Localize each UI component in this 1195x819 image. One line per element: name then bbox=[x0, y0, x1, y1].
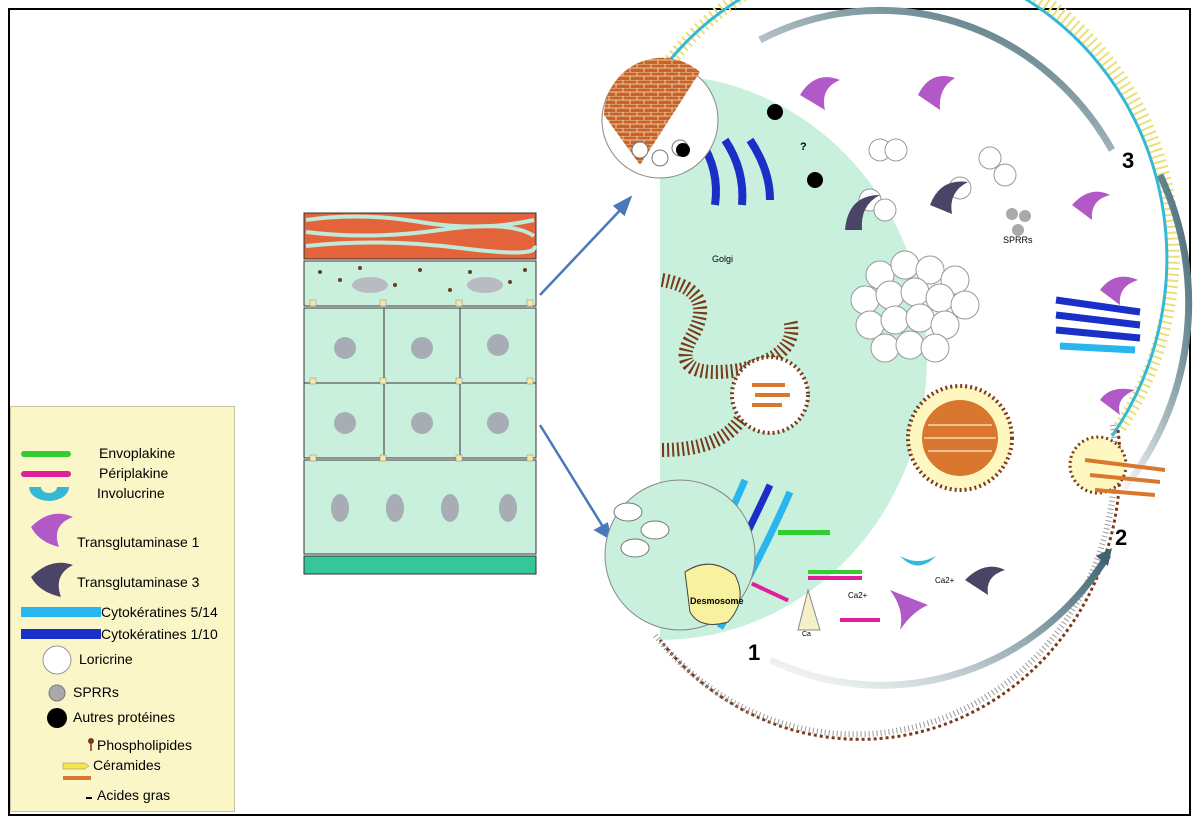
epidermis-section bbox=[304, 213, 536, 574]
calcium-label-1: Ca2+ bbox=[848, 591, 868, 600]
legend-ceramides: Céramides bbox=[93, 757, 161, 773]
lamellar-body bbox=[908, 386, 1012, 490]
yellow-bar-icon bbox=[63, 763, 89, 769]
step-2-label: 2 bbox=[1115, 525, 1127, 550]
dark-crescent-icon bbox=[31, 563, 73, 597]
step-1-label: 1 bbox=[748, 640, 760, 665]
orange-dash-icon bbox=[63, 776, 91, 780]
step-3-label: 3 bbox=[1122, 148, 1134, 173]
calcium-label-3: Ca bbox=[802, 631, 811, 638]
legend-phospholipides: Phospholipides bbox=[97, 737, 192, 753]
grey-circle-icon bbox=[49, 685, 65, 701]
legend-periplakine: Périplakine bbox=[99, 465, 168, 481]
dark-blue-band-icon bbox=[21, 629, 101, 639]
legend-acides-gras: Acides gras bbox=[97, 787, 170, 803]
legend-transglutaminase-3: Transglutaminase 3 bbox=[77, 574, 199, 590]
acides-gras-icon bbox=[86, 797, 92, 799]
keratinocyte-cell bbox=[654, 0, 1189, 739]
zoom-arrows bbox=[540, 198, 630, 538]
legend-transglutaminase-1: Transglutaminase 1 bbox=[77, 534, 199, 550]
question-mark: ? bbox=[800, 141, 807, 153]
golgi-label: Golgi bbox=[712, 254, 733, 264]
involucrine-cups bbox=[900, 556, 936, 566]
legend: Envoplakine Périplakine Involucrine Tran… bbox=[10, 406, 235, 812]
desmosome-label: Desmosome bbox=[690, 596, 744, 606]
zoom-circle-bottom bbox=[605, 480, 755, 630]
legend-sprrs: SPRRs bbox=[73, 684, 119, 700]
cyan-cup-icon bbox=[29, 487, 69, 501]
white-circle-icon bbox=[43, 646, 71, 674]
legend-cytokeratines-1-10: Cytokératines 1/10 bbox=[101, 626, 218, 642]
light-blue-band-icon bbox=[21, 607, 101, 617]
legend-involucrine: Involucrine bbox=[97, 485, 165, 501]
legend-envoplakine: Envoplakine bbox=[99, 445, 175, 461]
legend-cytokeratines-5-14: Cytokératines 5/14 bbox=[101, 604, 218, 620]
legend-loricrine: Loricrine bbox=[79, 651, 133, 667]
phospholipid-icon bbox=[88, 738, 94, 751]
zoom-circle-top bbox=[602, 58, 718, 178]
purple-crescent-icon bbox=[31, 514, 73, 547]
magenta-bar-icon bbox=[21, 471, 71, 477]
sprrs-label: SPRRs bbox=[1003, 235, 1033, 245]
black-circle-icon bbox=[47, 708, 67, 728]
legend-autres-proteines: Autres protéines bbox=[73, 709, 175, 725]
calcium-label-2: Ca2+ bbox=[935, 576, 955, 585]
green-bar-icon bbox=[21, 451, 71, 457]
keratin-filaments-right bbox=[1056, 300, 1140, 350]
